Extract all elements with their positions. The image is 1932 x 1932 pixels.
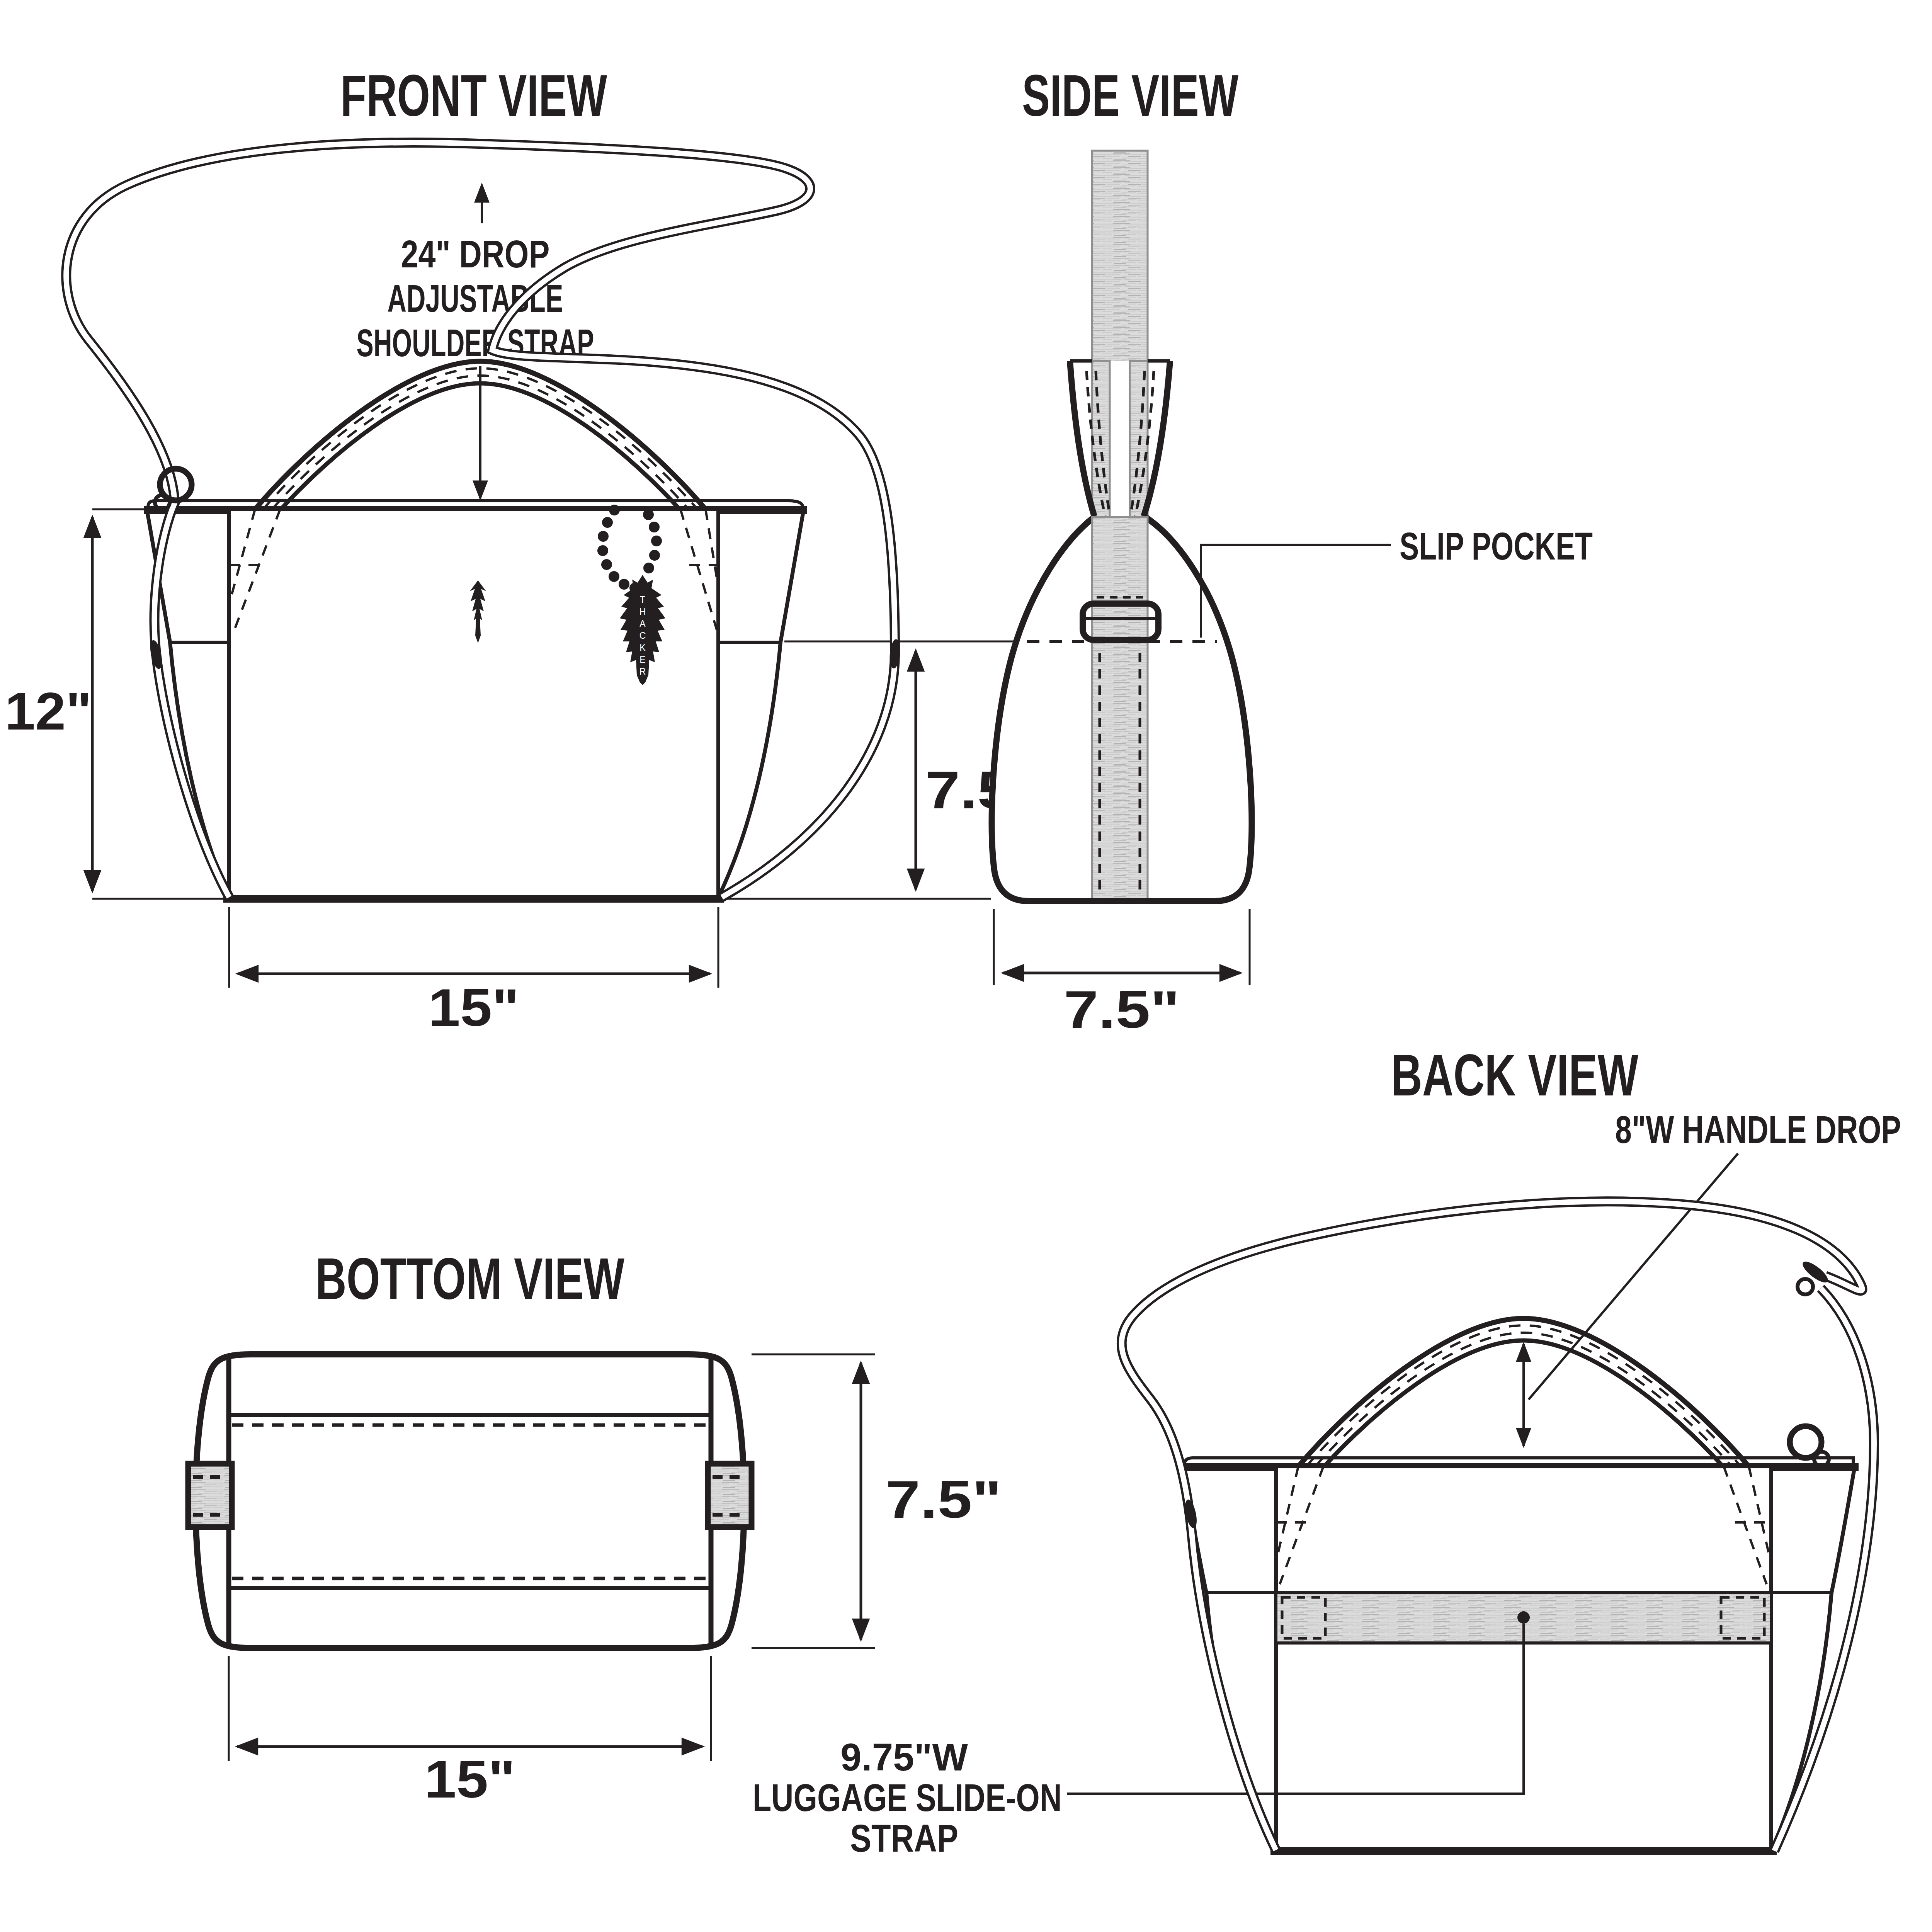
luggage-label-line1: 9.75"W xyxy=(840,1735,968,1779)
svg-text:R: R xyxy=(639,667,646,677)
slip-pocket-leader xyxy=(1201,545,1391,638)
svg-text:H: H xyxy=(639,607,646,617)
luggage-label-line2: LUGGAGE SLIDE-ON xyxy=(753,1776,1062,1819)
dim-label-width: 15" xyxy=(429,978,519,1037)
bottom-body-outline xyxy=(196,1354,744,1648)
bottom-strap-tab-left xyxy=(188,1464,232,1527)
svg-text:T: T xyxy=(640,595,645,605)
back-clip-loop xyxy=(1798,1279,1813,1294)
front-view-title: FRONT VIEW xyxy=(340,63,607,128)
dim-label-bottom-width: 15" xyxy=(425,1749,515,1809)
svg-text:E: E xyxy=(639,655,645,665)
svg-text:K: K xyxy=(639,643,646,653)
side-view-title: SIDE VIEW xyxy=(1022,63,1238,128)
back-view-title: BACK VIEW xyxy=(1391,1042,1638,1108)
bottom-view: BOTTOM VIEW 7.5" 15" xyxy=(188,1246,1002,1809)
dim-label-side-depth: 7.5" xyxy=(1064,980,1180,1039)
ext-lines-bottom-depth xyxy=(752,1354,875,1648)
charm-brand-letters: T H A C K E R xyxy=(639,595,646,677)
luggage-label-line3: STRAP xyxy=(850,1816,958,1860)
back-strap-clip-right xyxy=(1800,1258,1831,1286)
luggage-leader-dot xyxy=(1517,1611,1530,1624)
bottom-strap-tab-right xyxy=(708,1464,752,1527)
back-view: BACK VIEW 8"W HANDLE DROP 9.75"W LUGGAGE… xyxy=(753,1042,1901,1860)
dim-label-bottom-depth: 7.5" xyxy=(886,1469,1002,1529)
dim-label-height: 12" xyxy=(5,681,92,741)
strap-note-line1: 24" DROP xyxy=(401,232,550,276)
handle-drop-label: 8"W HANDLE DROP xyxy=(1615,1108,1901,1151)
shoulder-strap-upper xyxy=(1092,151,1148,362)
svg-text:A: A xyxy=(639,619,646,629)
bottom-view-title: BOTTOM VIEW xyxy=(315,1246,624,1311)
front-view: FRONT VIEW 12" 15" 7.5" xyxy=(5,63,1042,1037)
svg-text:C: C xyxy=(639,631,646,641)
ext-lines-15 xyxy=(229,907,718,988)
right-gusset-edge xyxy=(718,509,804,897)
side-view: SIDE VIEW SLIP POCKET 7.5" xyxy=(992,63,1593,1039)
slip-pocket-label: SLIP POCKET xyxy=(1400,524,1593,568)
